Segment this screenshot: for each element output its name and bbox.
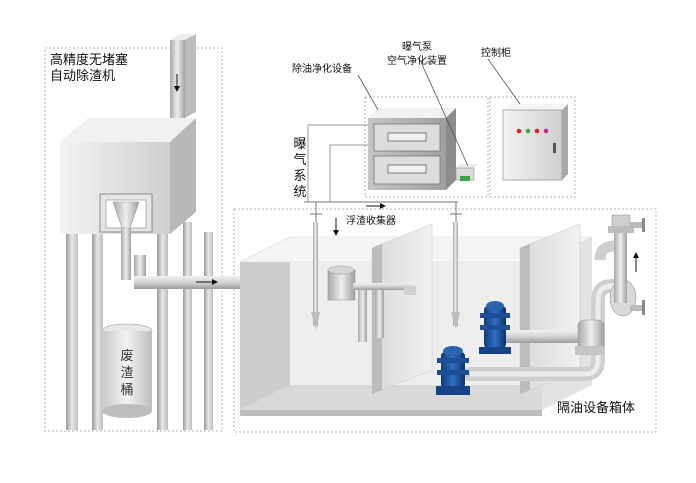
- oil-purifier-unit: [368, 108, 456, 190]
- indicator-led: [516, 128, 522, 134]
- aeration-system-char: 系: [293, 169, 307, 184]
- float-collector-label: 浮渣收集器: [346, 216, 396, 227]
- cabinet-frame: [489, 96, 576, 198]
- tank-frame: [233, 208, 657, 433]
- waste-bin-char: 废: [120, 349, 134, 364]
- float-slag-collector: [327, 265, 416, 342]
- indicator-led: [525, 128, 531, 134]
- dashed-frames: [44, 47, 657, 433]
- waste-bin: [101, 323, 153, 418]
- blue-pumps: [436, 301, 511, 395]
- slag-machine-frame: [44, 47, 223, 432]
- waste-bin-char: 渣: [120, 366, 134, 381]
- control-cabinet: [487, 58, 568, 181]
- aeration-pump-unit: [357, 59, 478, 181]
- aeration-system-char: 曝: [293, 137, 307, 152]
- waste-bin-char: 桶: [120, 383, 134, 398]
- inlet-flow-arrow: [196, 279, 218, 285]
- tank-label: 隔油设备箱体: [557, 401, 636, 416]
- control-cabinet-label: 控制柜: [481, 48, 511, 59]
- indicator-led: [534, 128, 540, 134]
- purifier-label: 除油净化设备: [292, 64, 352, 75]
- waste-bin-label: 废 渣 桶: [120, 348, 134, 399]
- aeration-system-label: 曝 气 系 统: [292, 137, 308, 201]
- aeration-pump-label-line1: 曝气泵: [402, 42, 432, 53]
- aeration-system-char: 统: [293, 185, 307, 200]
- pump-front: [436, 346, 470, 395]
- slag-machine-label-line2: 自动除渣机: [50, 69, 116, 84]
- purifier-frame: [364, 96, 489, 198]
- indicator-led: [543, 128, 549, 134]
- aeration-flow-arrows: [333, 203, 386, 236]
- pump-rear: [479, 301, 511, 354]
- slag-machine-arrow: [174, 74, 180, 92]
- slag-machine-label-line1: 高精度无堵塞: [50, 53, 129, 68]
- aeration-pipes: [304, 124, 462, 330]
- oil-separator-tank: [239, 223, 593, 416]
- aeration-system-char: 气: [293, 153, 307, 168]
- outlet-piping: [463, 214, 645, 381]
- aeration-pump-label-line2: 空气净化装置: [387, 56, 447, 67]
- slag-removal-machine: [60, 34, 240, 430]
